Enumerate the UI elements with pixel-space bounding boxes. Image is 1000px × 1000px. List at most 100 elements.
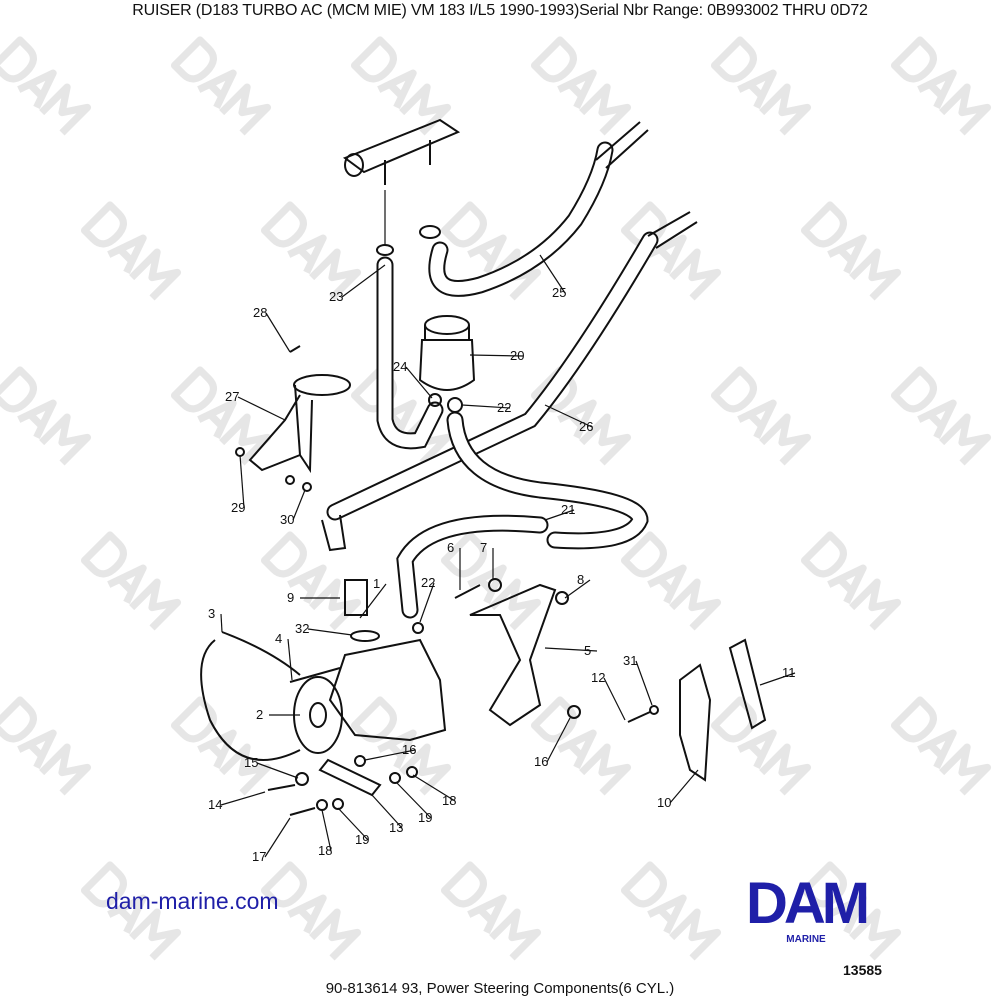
leader-line bbox=[364, 749, 416, 761]
leader-line bbox=[292, 489, 306, 521]
callout-29: 29 bbox=[231, 500, 245, 515]
leader-line bbox=[220, 613, 223, 633]
leader-line bbox=[307, 628, 353, 636]
watermark-mark bbox=[800, 201, 902, 301]
leader-line bbox=[256, 762, 299, 779]
watermark-mark bbox=[530, 366, 632, 466]
leader-line bbox=[461, 404, 511, 409]
leader-line bbox=[405, 366, 433, 399]
callout-3: 3 bbox=[208, 606, 215, 621]
reference-number: 13585 bbox=[843, 962, 882, 978]
bracket-27 bbox=[248, 374, 351, 474]
hose-21 bbox=[396, 411, 649, 619]
watermark-mark bbox=[710, 696, 812, 796]
watermark-mark bbox=[800, 861, 902, 961]
callout-16: 16 bbox=[534, 754, 548, 769]
callout-14: 14 bbox=[208, 797, 222, 812]
leader-line bbox=[546, 717, 571, 763]
watermark-mark bbox=[80, 201, 182, 301]
callout-25: 25 bbox=[552, 285, 566, 300]
logo-text: DAM bbox=[745, 871, 870, 936]
leader-line bbox=[759, 672, 796, 686]
leader-line bbox=[603, 677, 626, 721]
watermark-mark bbox=[440, 861, 542, 961]
watermark-mark bbox=[0, 696, 92, 796]
watermark-mark bbox=[620, 861, 722, 961]
watermark-mark bbox=[440, 531, 542, 631]
logo-subtext: MARINE bbox=[786, 934, 826, 945]
leader-line bbox=[239, 454, 245, 509]
callout-18: 18 bbox=[318, 843, 332, 858]
page-title: RUISER (D183 TURBO AC (MCM MIE) VM 183 I… bbox=[132, 2, 868, 19]
watermark-mark bbox=[530, 696, 632, 796]
callout-8: 8 bbox=[577, 572, 584, 587]
brace-11 bbox=[728, 638, 767, 730]
leader-line bbox=[337, 807, 369, 841]
leader-line bbox=[539, 254, 566, 294]
leader-line bbox=[237, 396, 286, 421]
diagram-caption: 90-813614 93, Power Steering Components(… bbox=[325, 980, 675, 997]
callout-23: 23 bbox=[329, 289, 343, 304]
reservoir-20 bbox=[418, 315, 476, 391]
website-link[interactable]: dam-marine.com bbox=[106, 888, 279, 914]
watermark-mark bbox=[170, 696, 272, 796]
hose-23 bbox=[376, 190, 444, 450]
bracket-5 bbox=[469, 583, 557, 727]
callout-17: 17 bbox=[252, 849, 266, 864]
leader-line bbox=[544, 509, 575, 521]
callout-9: 9 bbox=[287, 590, 294, 605]
leader-line bbox=[544, 404, 593, 428]
callout-16: 16 bbox=[402, 742, 416, 757]
watermark-mark bbox=[80, 861, 182, 961]
watermark-mark bbox=[800, 531, 902, 631]
leader-line bbox=[669, 769, 699, 804]
watermark-mark bbox=[890, 696, 992, 796]
callout-32: 32 bbox=[295, 621, 309, 636]
leader-line bbox=[564, 579, 591, 599]
leader-line bbox=[419, 582, 435, 623]
hose-25 bbox=[419, 121, 649, 297]
callout-4: 4 bbox=[275, 631, 282, 646]
watermark-mark bbox=[260, 861, 362, 961]
callout-7: 7 bbox=[480, 540, 487, 555]
watermark-mark bbox=[620, 531, 722, 631]
watermark-mark bbox=[350, 696, 452, 796]
callout-5: 5 bbox=[584, 643, 591, 658]
watermark-mark bbox=[260, 531, 362, 631]
dam-marine-logo: DAM MARINE bbox=[716, 871, 896, 946]
leader-line bbox=[287, 638, 293, 681]
callout-10: 10 bbox=[657, 795, 671, 810]
callout-1: 1 bbox=[373, 576, 380, 591]
leader-line bbox=[341, 264, 386, 298]
watermark-mark bbox=[170, 36, 272, 136]
hose-26 bbox=[321, 211, 698, 552]
callout-19: 19 bbox=[418, 810, 432, 825]
leader-line bbox=[220, 791, 266, 806]
watermark-mark bbox=[440, 201, 542, 301]
callout-27: 27 bbox=[225, 389, 239, 404]
watermark-mark bbox=[0, 366, 92, 466]
callout-21: 21 bbox=[561, 502, 575, 517]
callout-30: 30 bbox=[280, 512, 294, 527]
callout-28: 28 bbox=[253, 305, 267, 320]
cooler-tube bbox=[342, 118, 461, 185]
callout-2: 2 bbox=[256, 707, 263, 722]
leader-line bbox=[412, 774, 456, 802]
callout-26: 26 bbox=[579, 419, 593, 434]
leader-line bbox=[264, 817, 291, 858]
callout-22: 22 bbox=[421, 575, 435, 590]
watermark-mark bbox=[260, 201, 362, 301]
watermark-mark bbox=[890, 366, 992, 466]
callout-12: 12 bbox=[591, 670, 605, 685]
leader-line bbox=[371, 794, 403, 829]
watermark-mark bbox=[80, 531, 182, 631]
leader-line bbox=[359, 583, 387, 619]
bracket-10 bbox=[679, 663, 712, 782]
leader-line bbox=[469, 354, 524, 357]
callout-13: 13 bbox=[389, 820, 403, 835]
watermark-mark bbox=[710, 36, 812, 136]
leader-line bbox=[321, 809, 332, 852]
watermark-mark bbox=[0, 36, 92, 136]
